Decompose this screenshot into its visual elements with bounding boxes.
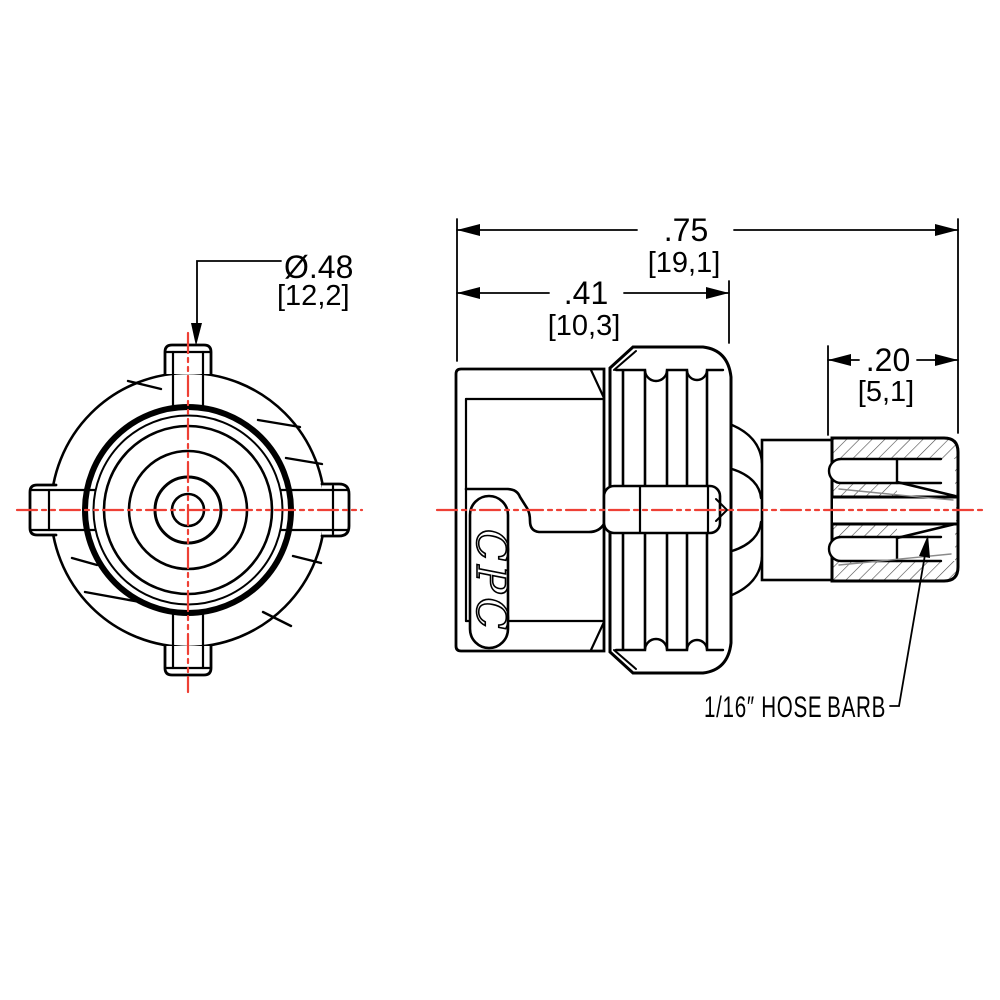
stem-tip [715, 498, 729, 522]
front-view: Ø.48 [12,2] [15, 249, 364, 694]
rim-facet-lines [70, 379, 324, 628]
dim-diameter-metric: [12,2] [277, 280, 350, 312]
dim-body-value: .41 [564, 275, 608, 311]
barb-groove-upper [827, 457, 943, 485]
front-centerlines [15, 331, 364, 694]
cpc-logo-text: CPC [467, 529, 516, 634]
dimension-barb-length: .20 [5,1] [827, 342, 959, 436]
dim-overall-value: .75 [664, 212, 708, 248]
dim-overall-metric: [19,1] [648, 247, 721, 279]
collar-top-scallops [614, 368, 725, 383]
dim-body-metric: [10,3] [548, 310, 621, 342]
dimension-body-length: .41 [10,3] [456, 275, 730, 344]
logo-badge [468, 494, 510, 650]
leader-arrowhead-barb [919, 535, 930, 558]
diameter-dimension: Ø.48 [12,2] [191, 249, 353, 346]
leader-arrowhead-down [191, 323, 202, 346]
barb-groove-lower [827, 535, 943, 563]
hose-barb-callout: 1/16″ HOSE BARB [704, 535, 930, 724]
collar-bottom-scallops [614, 637, 725, 652]
latch-notch-profile [464, 487, 606, 534]
dim-barb-metric: [5,1] [858, 376, 914, 408]
dimension-overall-length: .75 [19,1] [456, 212, 959, 434]
hose-barb-label: 1/16″ HOSE BARB [704, 691, 886, 724]
side-view: CPC [435, 212, 988, 724]
dim-barb-value: .20 [866, 342, 910, 378]
dim-diameter-value: Ø.48 [284, 249, 353, 285]
barb-taper-lower [895, 522, 957, 540]
barb-taper-upper [895, 480, 957, 498]
